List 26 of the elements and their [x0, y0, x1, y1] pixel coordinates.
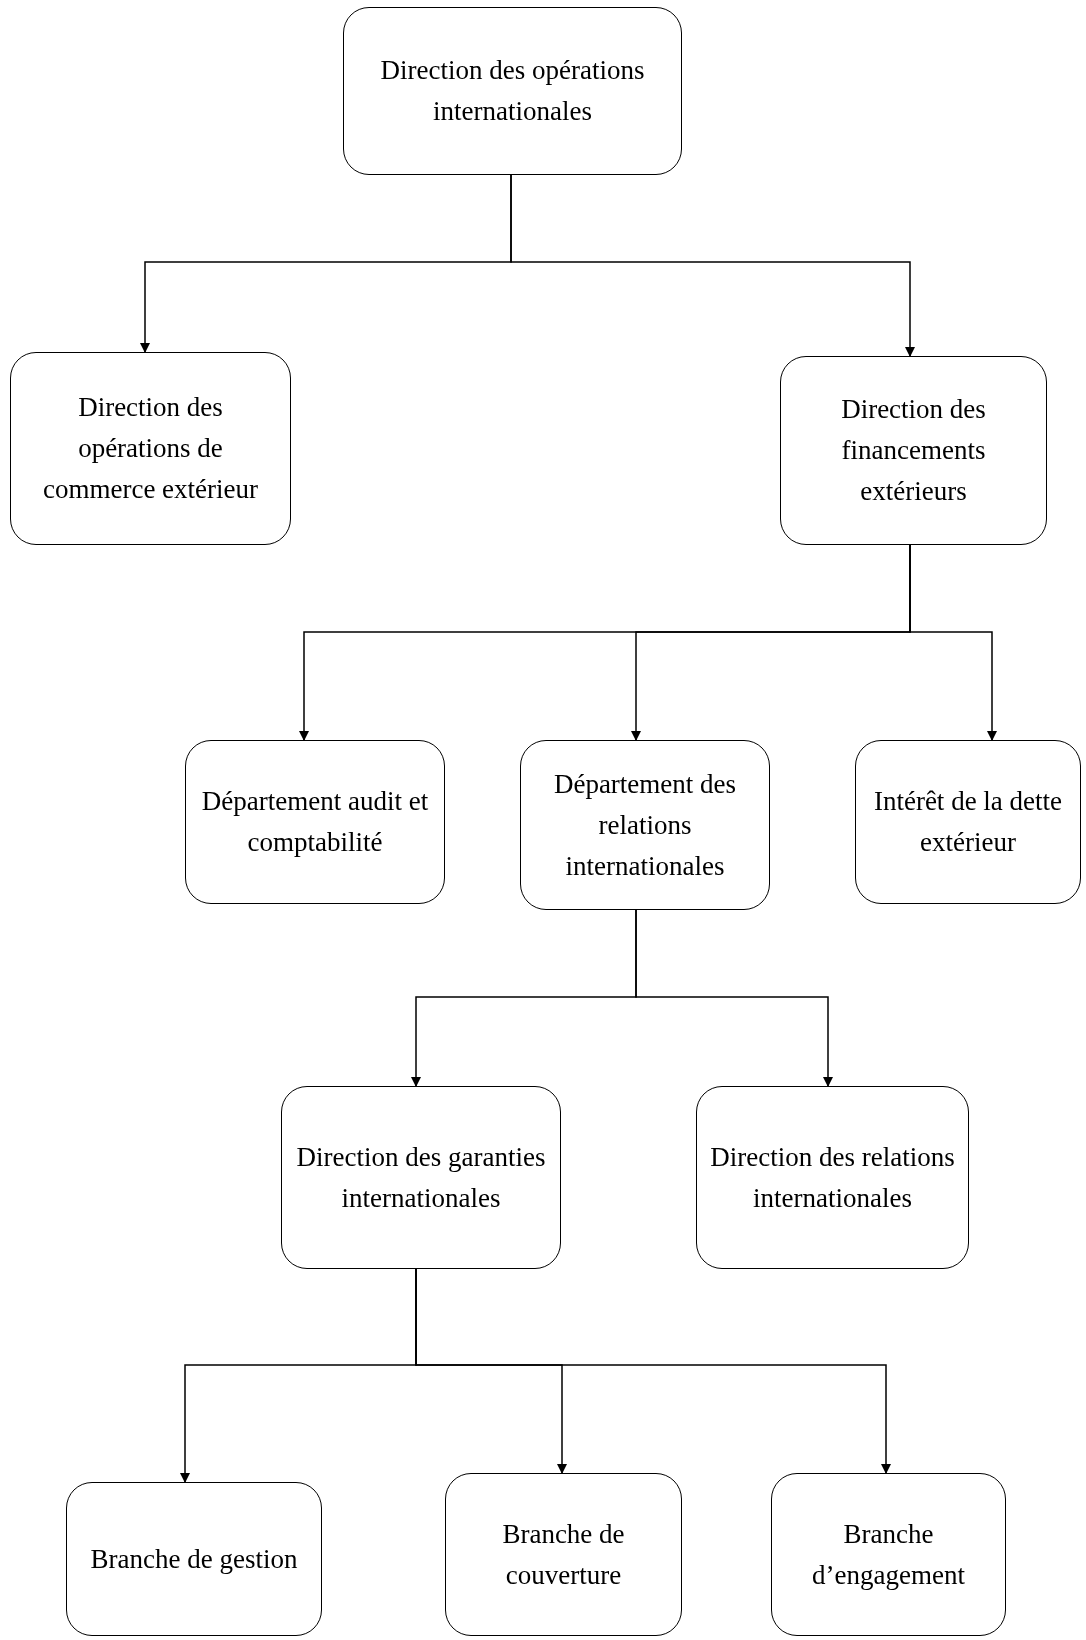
box-label: Département des relations internationales — [552, 767, 738, 883]
box-label: Branche d’engagement — [811, 1517, 966, 1592]
org-box — [696, 1086, 969, 1269]
box-label: Direction des garanties internationales — [295, 1140, 547, 1215]
org-box — [281, 1086, 561, 1269]
org-box — [771, 1473, 1006, 1636]
box-label: Branche de gestion — [90, 1542, 298, 1576]
org-box — [185, 740, 445, 904]
org-box — [445, 1473, 682, 1636]
box-label: Direction des financements extérieurs — [840, 393, 987, 508]
org-box — [66, 1482, 322, 1636]
box-label: Département audit et comptabilité — [200, 785, 430, 859]
box-label: Direction des opérations de commerce extérieur — [41, 391, 260, 506]
box-label: Branche de couverture — [501, 1517, 626, 1592]
box-label: Direction des opérations internationales — [379, 54, 646, 128]
connector-arrow — [510, 174, 915, 357]
org-box — [780, 356, 1047, 545]
connector-arrow — [635, 909, 833, 1087]
org-box — [343, 7, 682, 175]
connector-arrow — [415, 1268, 891, 1474]
box-label: Intérêt de la dette extérieur — [872, 785, 1064, 859]
org-box — [520, 740, 770, 910]
connector-arrow — [909, 544, 997, 741]
box-label: Direction des relations internationales — [709, 1140, 956, 1215]
org-box — [855, 740, 1081, 904]
org-box — [10, 352, 291, 545]
